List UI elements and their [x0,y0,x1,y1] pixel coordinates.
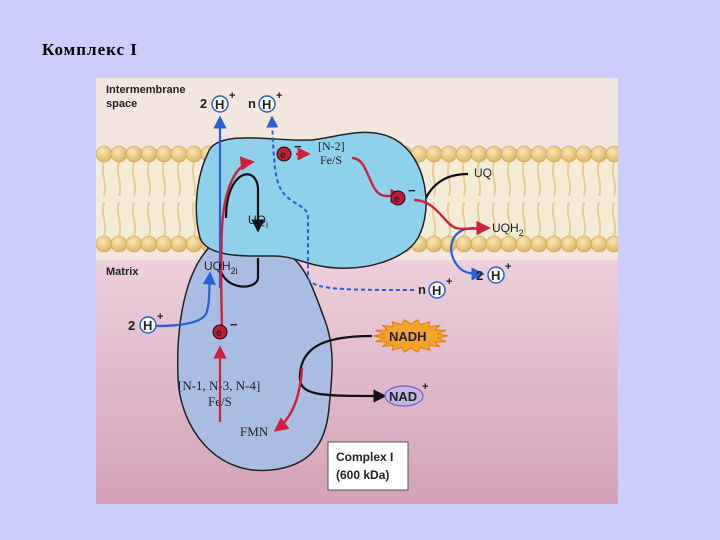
uqi-label: UQi [248,213,268,230]
svg-text:H: H [491,268,500,283]
svg-text:H: H [432,283,441,298]
slide-title: Комплекс I [42,40,138,59]
svg-text:+: + [276,90,282,102]
svg-text:e: e [280,150,286,161]
uq-loop-top [224,173,265,233]
intermembrane-label: Intermembrane [106,84,185,96]
nadh-burst-icon: NADH [373,319,449,353]
svg-text:+: + [505,261,511,273]
space-label: space [106,98,137,110]
svg-text:H: H [215,97,224,112]
nad-oval-icon: NAD + [384,381,428,407]
svg-text:+: + [446,276,452,288]
complex-i-diagram: Intermembrane space Matrix 2 H + n H + e… [96,78,618,504]
proton-path-dashed [266,115,415,291]
uq-input-path [425,172,469,199]
electron-icon-right: e − [390,183,416,206]
svg-text:−: − [408,183,416,198]
svg-text:−: − [294,139,302,154]
fmn-label: FMN [240,424,269,439]
svg-text:H: H [262,97,271,112]
svg-text:H: H [143,318,152,333]
proton-icon-top-2: H + [258,90,282,113]
svg-text:e: e [216,328,222,339]
legend-box [327,441,409,491]
proton-coef-n-top: n [248,96,256,111]
proton-path-right [450,226,485,281]
proton-icon-right: H + [487,261,511,284]
svg-text:+: + [422,381,428,393]
proton-path-left-in [155,271,216,328]
uqh2i-label: UQH2i [204,259,238,276]
proton-coef-top: 2 [200,96,207,111]
legend-title: Complex I [336,450,393,464]
electron-icon-top: e − [276,139,302,162]
proton-icon-left: H + [139,311,163,334]
svg-text:e: e [394,194,400,205]
legend-subtitle: (600 kDa) [336,468,389,482]
n2-cluster-label: [N-2] [318,139,345,153]
proton-coef-n-matrix: n [418,282,426,297]
svg-text:NAD: NAD [389,389,417,404]
svg-text:NADH: NADH [389,329,427,344]
uqh2-label: UQH2 [492,221,524,238]
proton-icon-top-1: H + [211,90,235,113]
electron-path-to-fmn [273,367,304,432]
proton-coef-right: 2 [476,268,483,283]
electron-icon-left: e − [212,317,238,340]
electron-path-to-uqh2 [413,198,491,236]
matrix-label: Matrix [106,266,139,278]
proton-coef-left: 2 [128,318,135,333]
uq-label: UQ [474,166,492,180]
n2-fes-label: Fe/S [320,153,342,167]
nadh-to-nad-path [298,334,387,403]
proton-icon-matrix: H + [428,276,452,299]
electron-path-up [219,156,255,339]
svg-text:+: + [229,90,235,102]
svg-text:+: + [157,311,163,323]
svg-text:−: − [230,317,238,332]
